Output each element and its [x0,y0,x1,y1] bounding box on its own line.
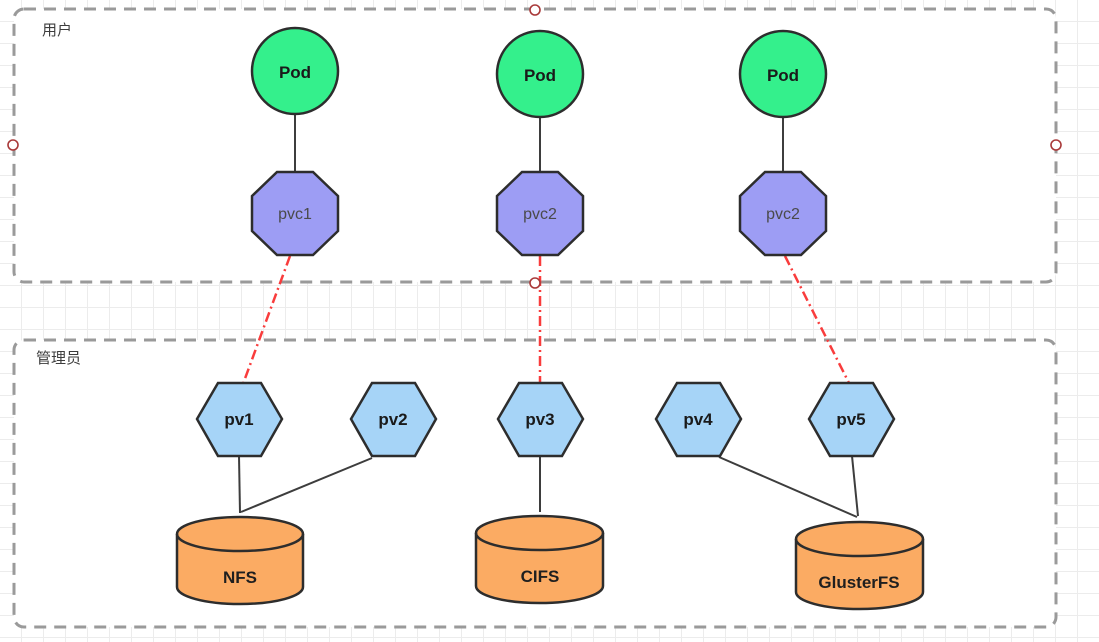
storage-cylinder[interactable] [794,520,925,611]
node-storage-nfs[interactable]: NFS [175,515,305,606]
pv-label: pv1 [224,410,253,429]
storage-cylinder-lip [794,538,925,558]
edge-pv2-nfs[interactable] [240,457,373,513]
bind-edge-pvc1-pv1[interactable] [241,255,292,385]
admin-group-label: 管理员 [36,350,81,367]
node-pv-4[interactable]: pv4 [654,381,743,458]
storage-label: GlusterFS [818,573,899,592]
connection-handle-top[interactable] [529,4,541,16]
node-pod-3[interactable]: Pod [738,29,828,119]
pvc-octagon[interactable] [250,170,340,257]
node-pod-2[interactable]: Pod [495,29,585,119]
pvc-octagon[interactable] [738,170,828,257]
node-pv-1[interactable]: pv1 [195,381,284,458]
node-pv-2[interactable]: pv2 [349,381,438,458]
pv-hexagon[interactable] [807,381,896,458]
node-pod-1[interactable]: Pod [250,26,340,116]
node-pvc-3[interactable]: pvc2 [738,170,828,257]
node-storage-glusterfs[interactable]: GlusterFS [794,520,925,611]
pvc-label: pvc2 [523,206,557,223]
storage-label: CIFS [521,567,560,586]
connection-handle-bottom[interactable] [529,277,541,289]
storage-cylinder[interactable] [474,514,605,605]
pod-label: Pod [767,66,799,85]
pvc-label: pvc1 [278,206,312,223]
pvc-label: pvc2 [766,206,800,223]
pv-label: pv2 [378,410,407,429]
node-pvc-2[interactable]: pvc2 [495,170,585,257]
edge-pv4-glusterfs[interactable] [718,456,858,518]
storage-cylinder-lip [474,532,605,552]
connection-handle-left[interactable] [7,139,19,151]
pv-hexagon[interactable] [195,381,284,458]
node-pvc-1[interactable]: pvc1 [250,170,340,257]
pod-label: Pod [524,66,556,85]
storage-cylinder-lip [175,533,305,553]
pod-circle[interactable] [495,29,585,119]
node-storage-cifs[interactable]: CIFS [474,514,605,605]
pv-hexagon[interactable] [654,381,743,458]
pv-hexagon[interactable] [496,381,585,458]
storage-cylinder[interactable] [175,515,305,606]
pv-hexagon[interactable] [349,381,438,458]
pod-label: Pod [279,63,311,82]
pod-circle[interactable] [250,26,340,116]
storage-label: NFS [223,568,257,587]
pv-label: pv5 [836,410,865,429]
bind-edge-pvc3-pv5[interactable] [783,255,851,384]
node-pv-3[interactable]: pv3 [496,381,585,458]
node-pv-5[interactable]: pv5 [807,381,896,458]
pv-label: pv4 [683,410,713,429]
pod-circle[interactable] [738,29,828,119]
edge-pv5-glusterfs[interactable] [851,455,859,517]
pvc-octagon[interactable] [495,170,585,257]
user-group-label: 用户 [42,22,72,39]
edge-pv1-nfs[interactable] [238,455,241,514]
connection-handle-right[interactable] [1050,139,1062,151]
pv-label: pv3 [525,410,554,429]
